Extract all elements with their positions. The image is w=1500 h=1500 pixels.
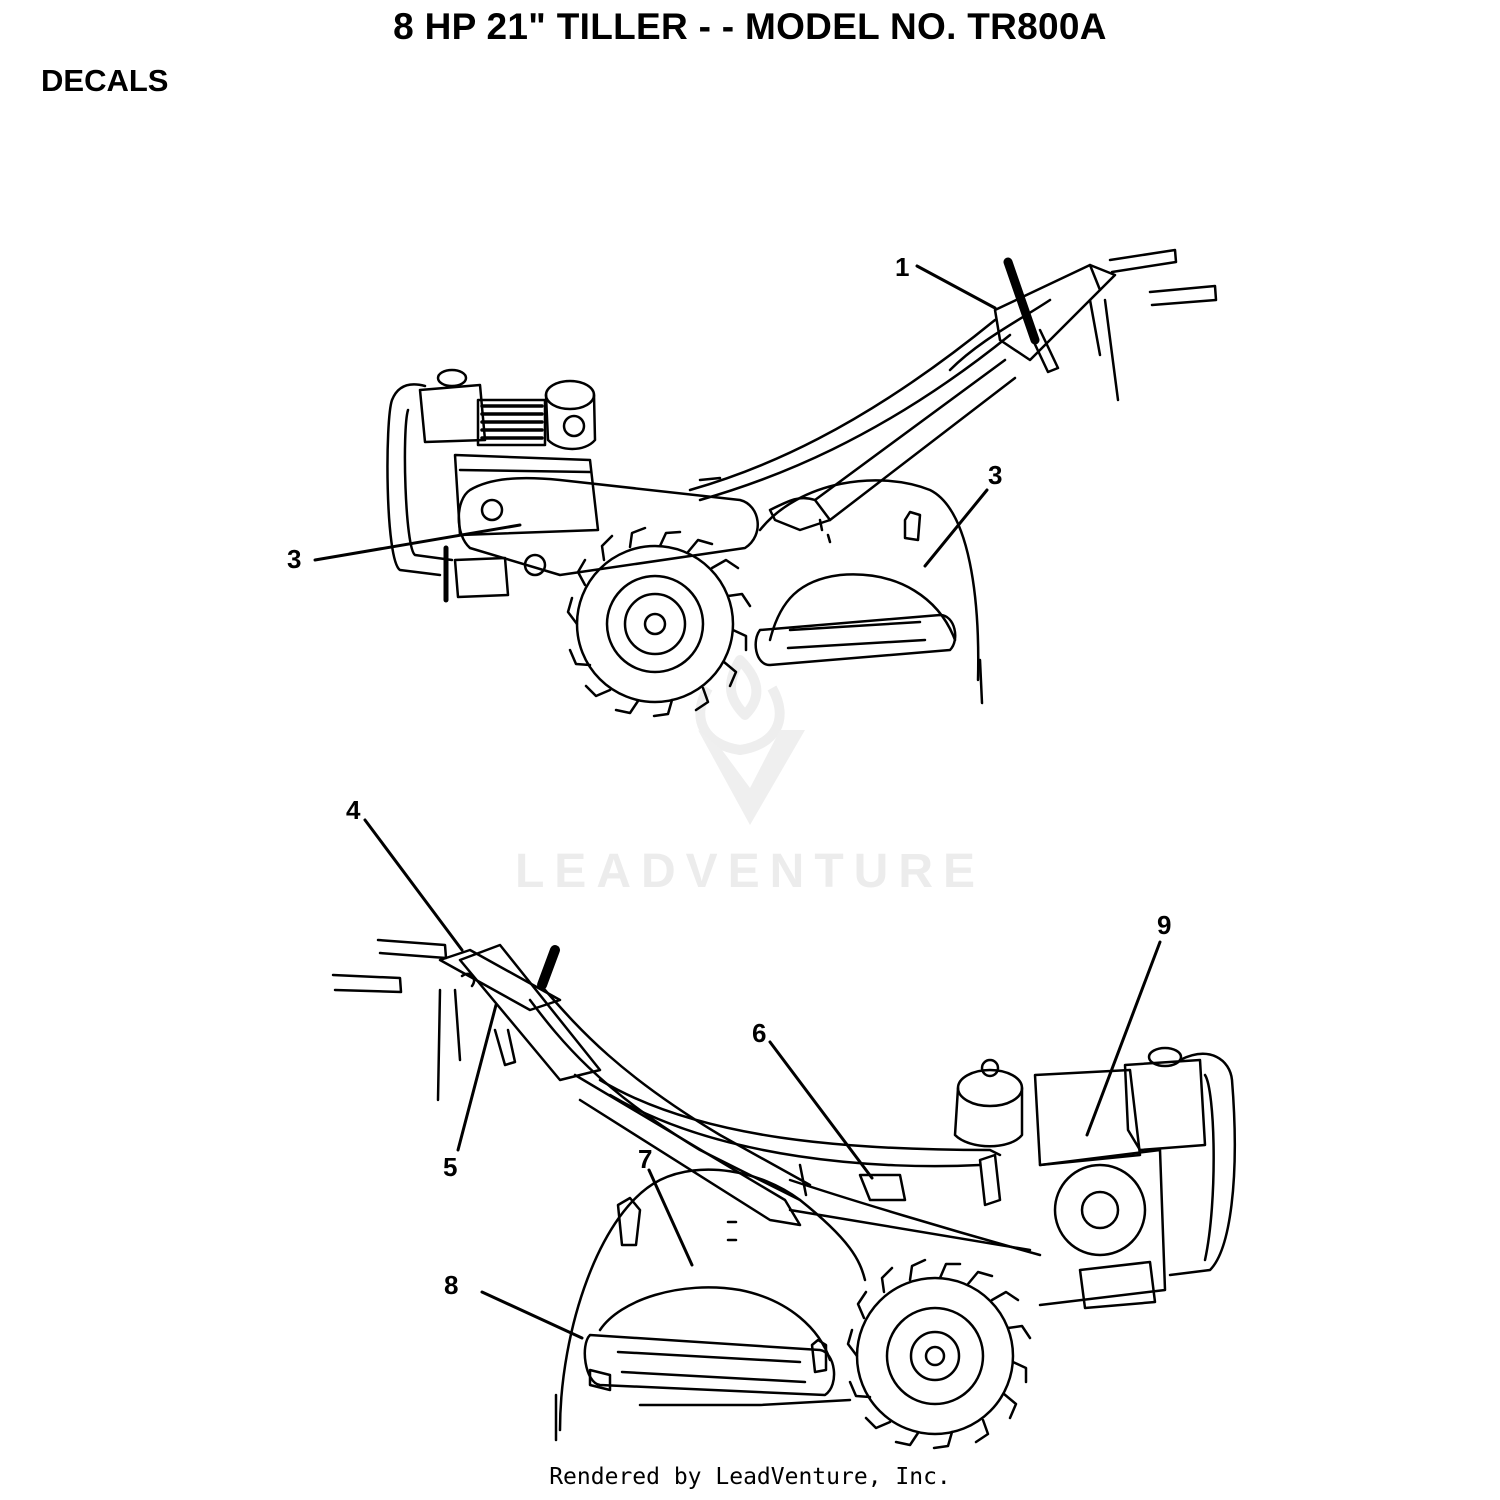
lower-tiller-view <box>331 938 1236 1450</box>
callout-8: 8 <box>444 1270 459 1300</box>
callout-4: 4 <box>346 795 361 825</box>
lower-callout-leaders <box>363 818 1162 1340</box>
page-title: 8 HP 21" TILLER - - MODEL NO. TR800A <box>393 6 1107 47</box>
watermark-text: LEADVENTURE <box>514 845 986 898</box>
footer-credit: Rendered by LeadVenture, Inc. <box>549 1464 951 1490</box>
callout-3-left: 3 <box>287 544 302 574</box>
callout-5: 5 <box>443 1152 458 1182</box>
callout-6: 6 <box>752 1018 767 1048</box>
callout-1: 1 <box>895 252 910 282</box>
section-label: DECALS <box>41 63 169 98</box>
callout-7: 7 <box>638 1144 653 1174</box>
callout-9: 9 <box>1157 910 1172 940</box>
upper-callout-leaders <box>313 264 997 568</box>
callout-3-right: 3 <box>988 460 1003 490</box>
upper-tiller-view <box>386 248 1218 718</box>
